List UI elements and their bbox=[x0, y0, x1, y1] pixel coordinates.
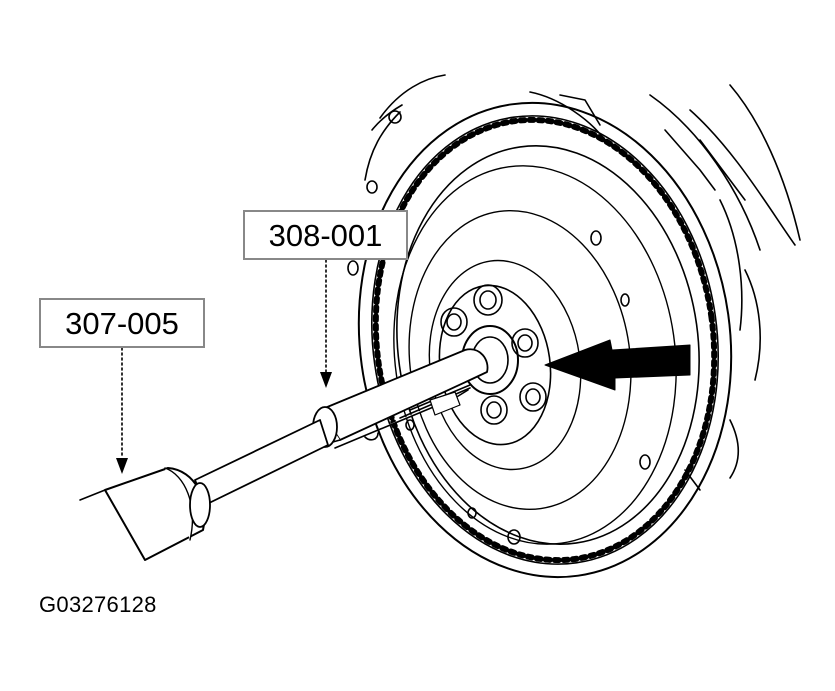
callout-tool-308-001: 308-001 bbox=[243, 210, 408, 260]
bearing-remover-tool bbox=[312, 348, 489, 449]
ring-gear bbox=[357, 101, 733, 579]
leader-arrowheads bbox=[116, 372, 332, 474]
leader-lines bbox=[121, 259, 327, 459]
flywheel-bolts bbox=[440, 284, 547, 425]
direction-arrow bbox=[544, 339, 691, 391]
callout-label: 308-001 bbox=[268, 218, 383, 253]
callout-tool-307-005: 307-005 bbox=[39, 298, 205, 348]
slide-hammer bbox=[79, 419, 329, 561]
figure-id: G03276128 bbox=[39, 592, 157, 617]
callout-label: 307-005 bbox=[65, 306, 179, 341]
engine-block-outline bbox=[364, 74, 801, 491]
